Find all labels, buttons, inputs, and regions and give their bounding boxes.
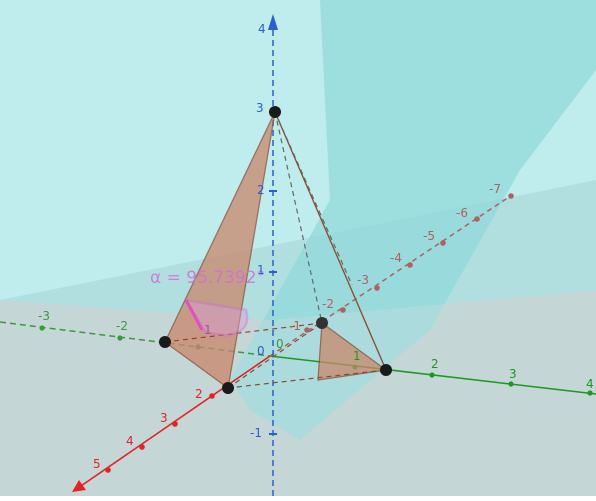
x-axis-labels: 2 3 4 5 -1 -2 -3 -4 -5 -6 -7: [93, 182, 501, 471]
vertices[interactable]: [159, 106, 392, 394]
x-tick-dot-5: [105, 467, 111, 473]
nx-label-7: -7: [489, 182, 501, 196]
x-label-4: 4: [126, 434, 134, 448]
x-tick-dot-3: [172, 421, 178, 427]
y-tick-dot-2: [429, 372, 435, 378]
x-label-3: 3: [160, 411, 168, 425]
edge-base-diag: [227, 322, 323, 389]
z-label-3: 3: [256, 101, 264, 115]
ny-tick-dot-2: [117, 335, 123, 341]
z-label-m1: -1: [250, 426, 262, 440]
nx-tick-dot-1: [304, 327, 310, 333]
ny-label-1: 0: [276, 337, 284, 351]
origin-label: 0: [257, 344, 265, 358]
nx-tick-dot-4: [407, 262, 413, 268]
y-label-4: 4: [586, 377, 594, 391]
nx-tick-dot-2: [340, 307, 346, 313]
nx-tick-dot-3: [374, 285, 380, 291]
vertex-left[interactable]: [159, 336, 171, 348]
nx-tick-dot-7: [508, 193, 514, 199]
y-axis-labels: 1 2 3 4 0 -2 -3: [38, 309, 594, 391]
x-label-2: 2: [195, 387, 203, 401]
ny-label-3: -3: [38, 309, 50, 323]
angle-label[interactable]: α = 95.7392°: [150, 268, 265, 288]
x-tick-dot-4: [139, 444, 145, 450]
angle-marker[interactable]: 1 α = 95.7392°: [150, 268, 265, 338]
y-tick-dot-4: [587, 390, 593, 396]
z-label-1: 1: [257, 263, 265, 277]
vertex-back[interactable]: [316, 317, 328, 329]
y-label-1: 1: [353, 349, 361, 363]
neg-y-axis-line: [0, 321, 271, 357]
face-left[interactable]: [164, 111, 276, 390]
nx-label-4: -4: [390, 251, 402, 265]
pyramid[interactable]: [164, 111, 388, 390]
z-axis-labels: 4 3 2 1 0 -1: [250, 22, 266, 440]
z-arrow-icon: [268, 14, 278, 30]
vertex-front[interactable]: [222, 382, 234, 394]
angle-inner-label: 1: [204, 323, 212, 337]
x-tick-dot-2: [209, 393, 215, 399]
neg-x-axis-line: [269, 194, 513, 357]
edge-apex-right-dashed: [274, 111, 353, 286]
y-tick-dot-3: [508, 381, 514, 387]
nx-label-5: -5: [423, 229, 435, 243]
y-label-3: 3: [509, 367, 517, 381]
face-right-bottom[interactable]: [317, 321, 388, 381]
z-label-4: 4: [258, 22, 266, 36]
edge-apex-back: [274, 111, 323, 324]
nx-tick-dot-5: [440, 240, 446, 246]
x-label-5: 5: [93, 457, 101, 471]
angle-segment: [184, 299, 204, 331]
vertex-apex[interactable]: [269, 106, 281, 118]
angle-arc[interactable]: [183, 298, 249, 338]
nx-label-6: -6: [456, 206, 468, 220]
vertex-right[interactable]: [380, 364, 392, 376]
y-label-2: 2: [431, 357, 439, 371]
nx-tick-dot-6: [474, 216, 480, 222]
ny-tick-dot-3: [39, 325, 45, 331]
nx-label-1: -1: [289, 319, 301, 333]
nx-label-3: -3: [357, 273, 369, 287]
z-label-2: 2: [257, 183, 265, 197]
ny-label-2: -2: [116, 319, 128, 333]
x-arrow-icon: [72, 480, 86, 492]
nx-label-2: -2: [322, 297, 334, 311]
